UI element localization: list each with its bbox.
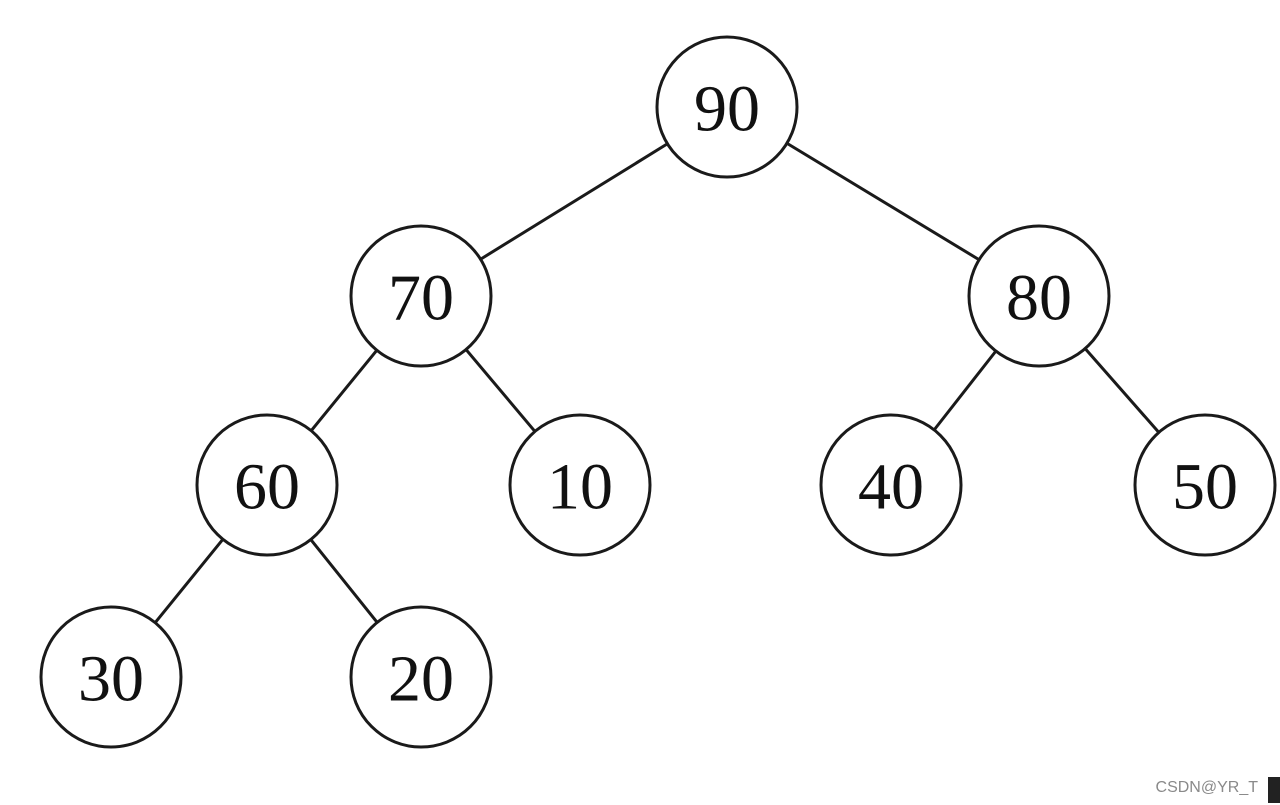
tree-node: 70 xyxy=(349,224,493,368)
node-circle xyxy=(967,224,1111,368)
tree-node: 90 xyxy=(655,35,799,179)
edge-n60-n30 xyxy=(153,538,225,624)
edge-n70-n60 xyxy=(310,349,378,432)
edge-n70-n10 xyxy=(464,348,537,433)
node-circle xyxy=(39,605,183,749)
tree-node: 40 xyxy=(819,413,963,557)
edge-n60-n20 xyxy=(309,538,379,624)
node-circle xyxy=(349,605,493,749)
node-label: 30 xyxy=(78,643,144,716)
node-label: 50 xyxy=(1172,451,1238,524)
tree-node: 60 xyxy=(195,413,339,557)
edge-n90-n80 xyxy=(786,141,980,262)
node-label: 70 xyxy=(388,262,454,335)
node-label: 10 xyxy=(547,451,613,524)
watermark-text: CSDN@YR_T xyxy=(1155,779,1258,796)
node-label: 20 xyxy=(388,643,454,716)
tree-node: 50 xyxy=(1133,413,1277,557)
node-circle xyxy=(819,413,963,557)
node-label: 40 xyxy=(858,451,924,524)
edges-layer xyxy=(153,141,1160,624)
node-circle xyxy=(349,224,493,368)
node-label: 80 xyxy=(1006,262,1072,335)
node-circle xyxy=(195,413,339,557)
edge-n80-n40 xyxy=(932,350,998,431)
tree-node: 20 xyxy=(349,605,493,749)
node-circle xyxy=(655,35,799,179)
edge-n80-n50 xyxy=(1084,347,1160,434)
edge-n90-n70 xyxy=(479,142,669,261)
tree-node: 10 xyxy=(508,413,652,557)
tree-node: 80 xyxy=(967,224,1111,368)
tree-node: 30 xyxy=(39,605,183,749)
nodes-layer: 90 70 80 60 10 40 50 30 20 xyxy=(39,35,1277,749)
node-label: 60 xyxy=(234,451,300,524)
node-circle xyxy=(1133,413,1277,557)
node-label: 90 xyxy=(694,73,760,146)
node-circle xyxy=(508,413,652,557)
corner-mark xyxy=(1268,777,1280,803)
